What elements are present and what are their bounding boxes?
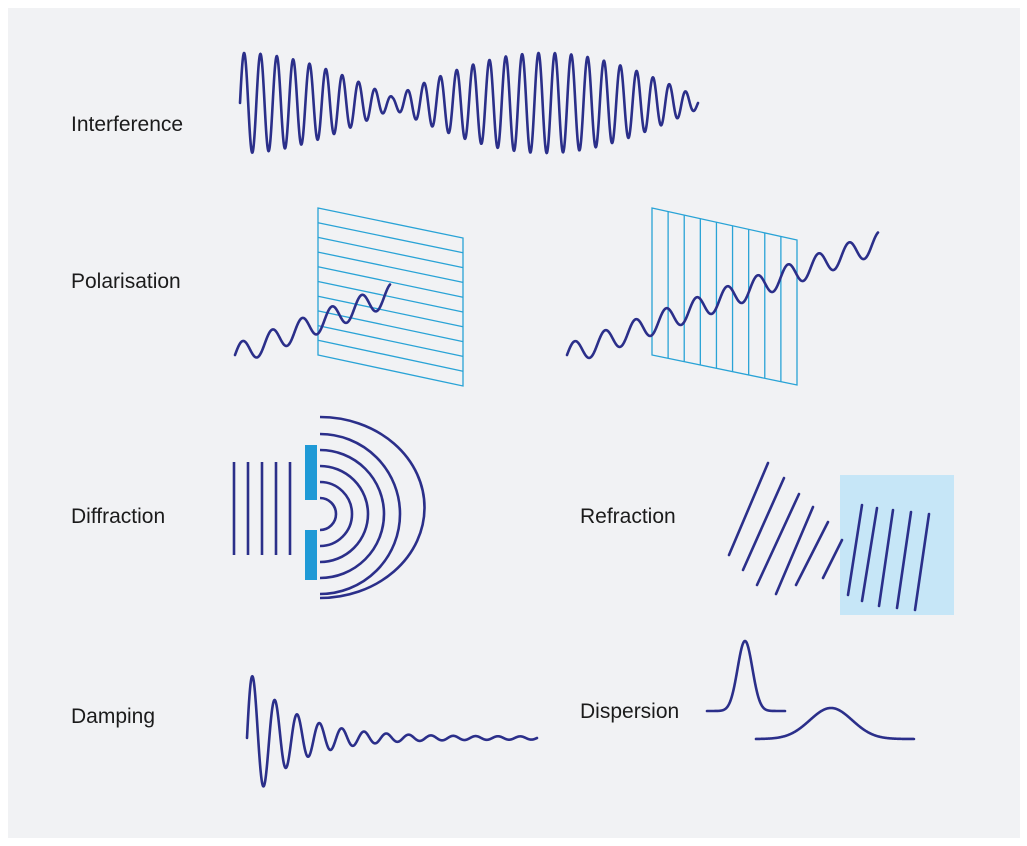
slit-barrier-bottom: [305, 530, 317, 580]
refracted-wavefront: [846, 503, 864, 597]
grating-line: [317, 280, 464, 313]
grating-line: [317, 339, 464, 372]
grating-line: [317, 324, 464, 358]
refracted-wavefront: [895, 510, 913, 610]
polarisation-wave-left: [233, 283, 392, 359]
polariser-vertical-grating: [651, 207, 798, 386]
diffracted-wavefront: [319, 448, 386, 580]
grating-frame: [651, 207, 798, 386]
grating-line: [317, 236, 464, 269]
incident-wavefront: [794, 520, 830, 587]
polarisation-wave-right: [565, 231, 880, 360]
grating-line: [317, 222, 464, 254]
diffracted-wavefront: [319, 496, 338, 532]
slit-barrier-top: [305, 445, 317, 500]
damping-wave: [245, 674, 539, 788]
label-polarisation: Polarisation: [71, 270, 181, 293]
incident-wavefront: [755, 492, 801, 587]
diffracted-wavefront: [319, 432, 402, 596]
label-dispersion: Dispersion: [580, 700, 680, 723]
refracted-wavefront: [877, 508, 895, 608]
refracted-wavefront: [860, 506, 879, 603]
incident-wavefront: [727, 461, 770, 557]
interference-wave: [238, 51, 700, 155]
dispersion-pulse-wide: [754, 706, 916, 741]
diffraction-circular-wavefronts: [319, 415, 426, 600]
grating-line: [317, 251, 464, 284]
label-refraction: Refraction: [580, 505, 676, 528]
diffraction-incident-wavefronts: [232, 462, 292, 555]
dispersion-pulse-narrow: [705, 639, 787, 713]
label-interference: Interference: [71, 113, 184, 136]
grating-line: [317, 295, 464, 328]
polariser-horizontal-grating: [317, 207, 464, 387]
incident-wavefront: [821, 538, 844, 580]
label-damping: Damping: [71, 705, 156, 728]
incident-wavefront: [741, 476, 786, 572]
grating-line: [317, 310, 464, 343]
incident-wavefront: [774, 505, 815, 596]
diffracted-wavefront: [319, 415, 426, 600]
diffracted-wavefront: [319, 480, 354, 548]
refraction-wavefronts-incident: [727, 461, 844, 596]
label-diffraction: Diffraction: [71, 505, 166, 528]
refraction-wavefronts-refracted: [846, 503, 931, 612]
diffracted-wavefront: [319, 464, 370, 564]
refraction-medium: [840, 475, 954, 615]
grating-line: [317, 266, 464, 298]
grating-frame: [317, 207, 464, 387]
refracted-wavefront: [913, 512, 931, 612]
